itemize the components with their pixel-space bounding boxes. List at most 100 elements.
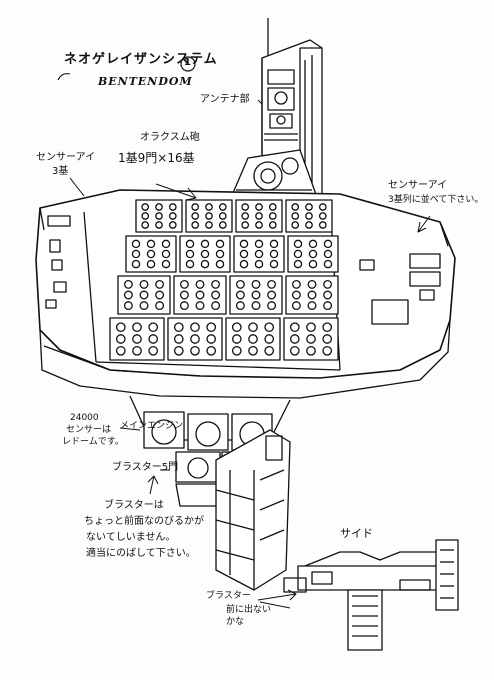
gun-block	[229, 275, 283, 315]
gun-port	[293, 239, 303, 249]
gun-port	[323, 301, 333, 311]
gun-port	[293, 249, 303, 259]
gun-port	[306, 345, 316, 356]
gun-port	[235, 290, 245, 300]
gun-port	[255, 212, 263, 220]
gun-port	[322, 345, 333, 356]
gun-port	[289, 322, 300, 333]
gun-port	[235, 279, 245, 289]
gun-port	[141, 212, 150, 220]
gun-port	[185, 249, 195, 259]
note-side-label: サイド	[340, 527, 373, 540]
gun-port	[161, 249, 171, 259]
gun-block	[225, 317, 281, 361]
gun-port	[146, 239, 156, 249]
gun-port	[139, 279, 149, 289]
gun-port	[191, 221, 200, 229]
note-blaster-1: ブラスターは	[104, 500, 164, 511]
note-tracks-2: 1基9門×16基	[118, 151, 195, 165]
gun-port	[291, 203, 300, 211]
note-underside-3: レドームです。	[62, 437, 124, 447]
title-number-circle	[180, 56, 196, 72]
gun-port	[131, 249, 141, 259]
rear-pylon	[215, 429, 291, 591]
gun-port	[255, 221, 263, 229]
gun-block	[167, 317, 223, 361]
gun-block	[117, 275, 171, 315]
gun-port	[323, 259, 333, 269]
gun-block	[285, 275, 339, 315]
gun-port	[141, 203, 150, 211]
gun-port	[255, 203, 263, 211]
gun-port	[248, 345, 258, 356]
gun-port	[115, 334, 126, 344]
gun-port	[155, 203, 163, 211]
gun-port	[131, 259, 141, 269]
gun-port	[254, 239, 264, 249]
note-side-advance: 前に出ない かな	[226, 605, 272, 627]
note-engine: メインエンジン	[120, 421, 184, 431]
gun-port	[155, 301, 165, 311]
gun-port	[161, 239, 171, 249]
gun-port	[218, 203, 227, 211]
gun-block	[185, 199, 233, 233]
gun-port	[115, 322, 126, 333]
gun-port	[239, 239, 249, 249]
gun-port	[264, 334, 275, 344]
gun-port	[206, 322, 217, 333]
gun-port	[241, 203, 250, 211]
gun-block	[287, 235, 339, 273]
gun-port	[185, 259, 195, 269]
gun-port	[248, 322, 258, 333]
note-tracks-1: オラクスム砲	[140, 132, 200, 143]
note-blaster-3: ないてしいません。	[86, 532, 176, 543]
gun-port	[191, 212, 200, 220]
gun-port	[211, 279, 221, 289]
gun-port	[148, 334, 159, 344]
note-blaster-2: ちょっと前面なのびるかが	[84, 516, 204, 527]
gun-port	[251, 279, 261, 289]
gun-port	[239, 259, 249, 269]
gun-port	[139, 301, 149, 311]
gun-port	[289, 334, 300, 344]
gun-port	[173, 334, 184, 344]
gun-port	[251, 290, 261, 300]
gun-port	[211, 301, 221, 311]
gun-block	[283, 317, 339, 361]
gun-port	[148, 345, 159, 356]
gun-port	[179, 301, 189, 311]
gun-port	[239, 249, 249, 259]
gun-port	[308, 259, 318, 269]
gun-port	[231, 322, 242, 333]
gun-port	[289, 345, 300, 356]
gun-port	[168, 203, 177, 211]
gun-port	[269, 239, 279, 249]
gun-port	[173, 345, 184, 356]
gun-block-grid	[109, 199, 339, 361]
gun-port	[200, 249, 210, 259]
gun-port	[190, 334, 200, 344]
gun-port	[190, 322, 200, 333]
gun-block	[135, 199, 183, 233]
gun-port	[293, 259, 303, 269]
gun-port	[218, 221, 227, 229]
gun-port	[155, 290, 165, 300]
gun-port	[206, 334, 217, 344]
gun-port	[323, 239, 333, 249]
note-side-blaster: ブラスター	[206, 591, 251, 601]
gun-port	[115, 345, 126, 356]
note-sensor-left-1: センサーアイ	[36, 152, 96, 163]
gun-port	[185, 239, 195, 249]
gun-block	[179, 235, 231, 273]
gun-port	[215, 259, 225, 269]
gun-port	[161, 259, 171, 269]
gun-port	[307, 290, 317, 300]
note-antenna: アンテナ部	[200, 94, 250, 105]
gun-port	[200, 239, 210, 249]
gun-port	[195, 290, 205, 300]
gun-port	[218, 212, 227, 220]
gun-port	[305, 203, 313, 211]
gun-port	[291, 212, 300, 220]
